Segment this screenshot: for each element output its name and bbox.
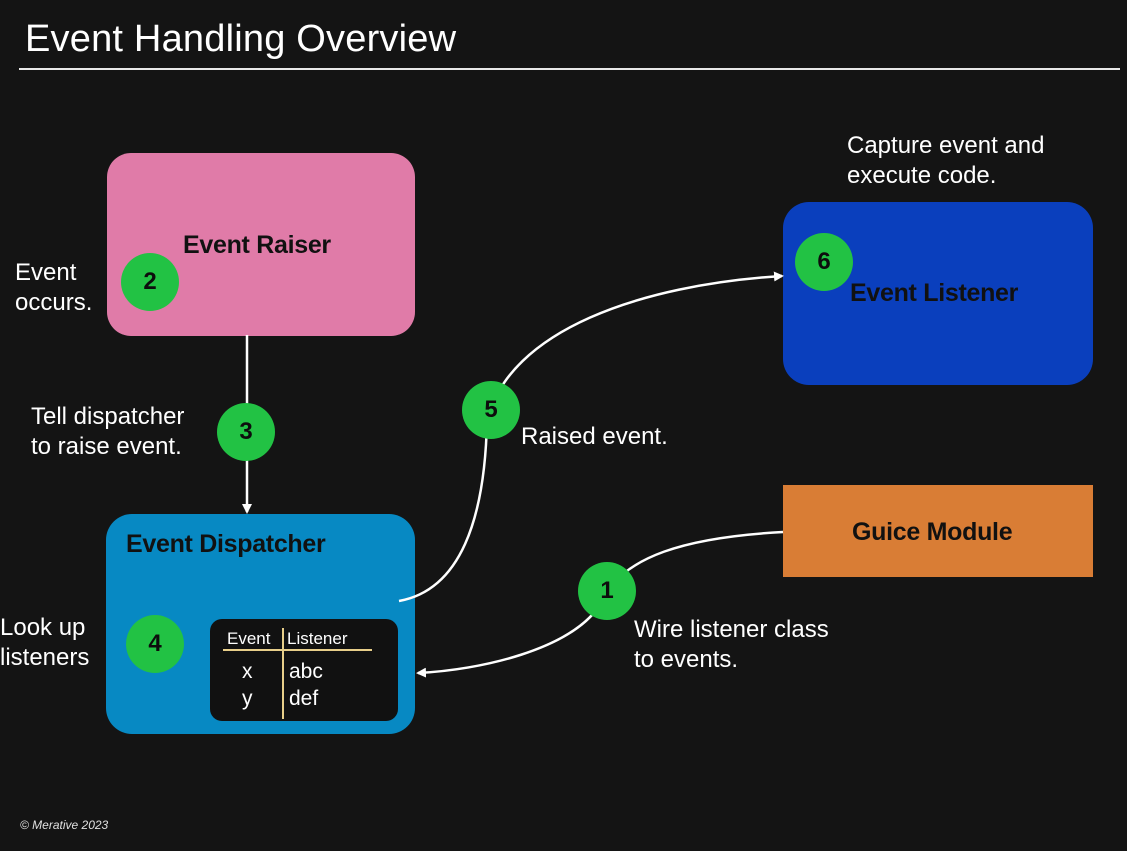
title-divider — [19, 68, 1120, 70]
listener-lookup-table: Event Listener x abc y def — [210, 619, 398, 721]
table-cell: def — [289, 687, 319, 710]
step-badge-3: 3 — [217, 403, 275, 461]
step-badge-2: 2 — [121, 253, 179, 311]
step-badge-5: 5 — [462, 381, 520, 439]
step-badge-1: 1 — [578, 562, 636, 620]
note-event-occurs: Event occurs. — [15, 259, 93, 316]
table-grid-lines — [223, 628, 372, 719]
copyright-footer: © Merative 2023 — [20, 818, 109, 832]
page-title: Event Handling Overview — [25, 18, 457, 60]
table-header-event: Event — [227, 629, 271, 648]
table-cell: x — [242, 660, 253, 683]
note-tell-dispatcher: Tell dispatcher to raise event. — [31, 403, 185, 460]
guice-module-box — [783, 485, 1093, 577]
step-badge-4: 4 — [126, 615, 184, 673]
note-raised-event: Raised event. — [521, 423, 668, 450]
table-header-listener: Listener — [287, 629, 348, 648]
note-look-up-listeners: Look up listeners — [0, 614, 90, 671]
step-badge-6: 6 — [795, 233, 853, 291]
table-cell: y — [242, 687, 253, 710]
guice-module-label: Guice Module — [852, 518, 1013, 546]
note-capture-event: Capture event and execute code. — [847, 132, 1045, 189]
note-wire-listener: Wire listener class to events. — [634, 616, 829, 673]
table-cell: abc — [289, 660, 323, 683]
event-listener-label: Event Listener — [850, 279, 1019, 307]
event-raiser-label: Event Raiser — [183, 231, 331, 259]
event-listener-box — [783, 202, 1093, 385]
event-dispatcher-label: Event Dispatcher — [126, 530, 326, 558]
